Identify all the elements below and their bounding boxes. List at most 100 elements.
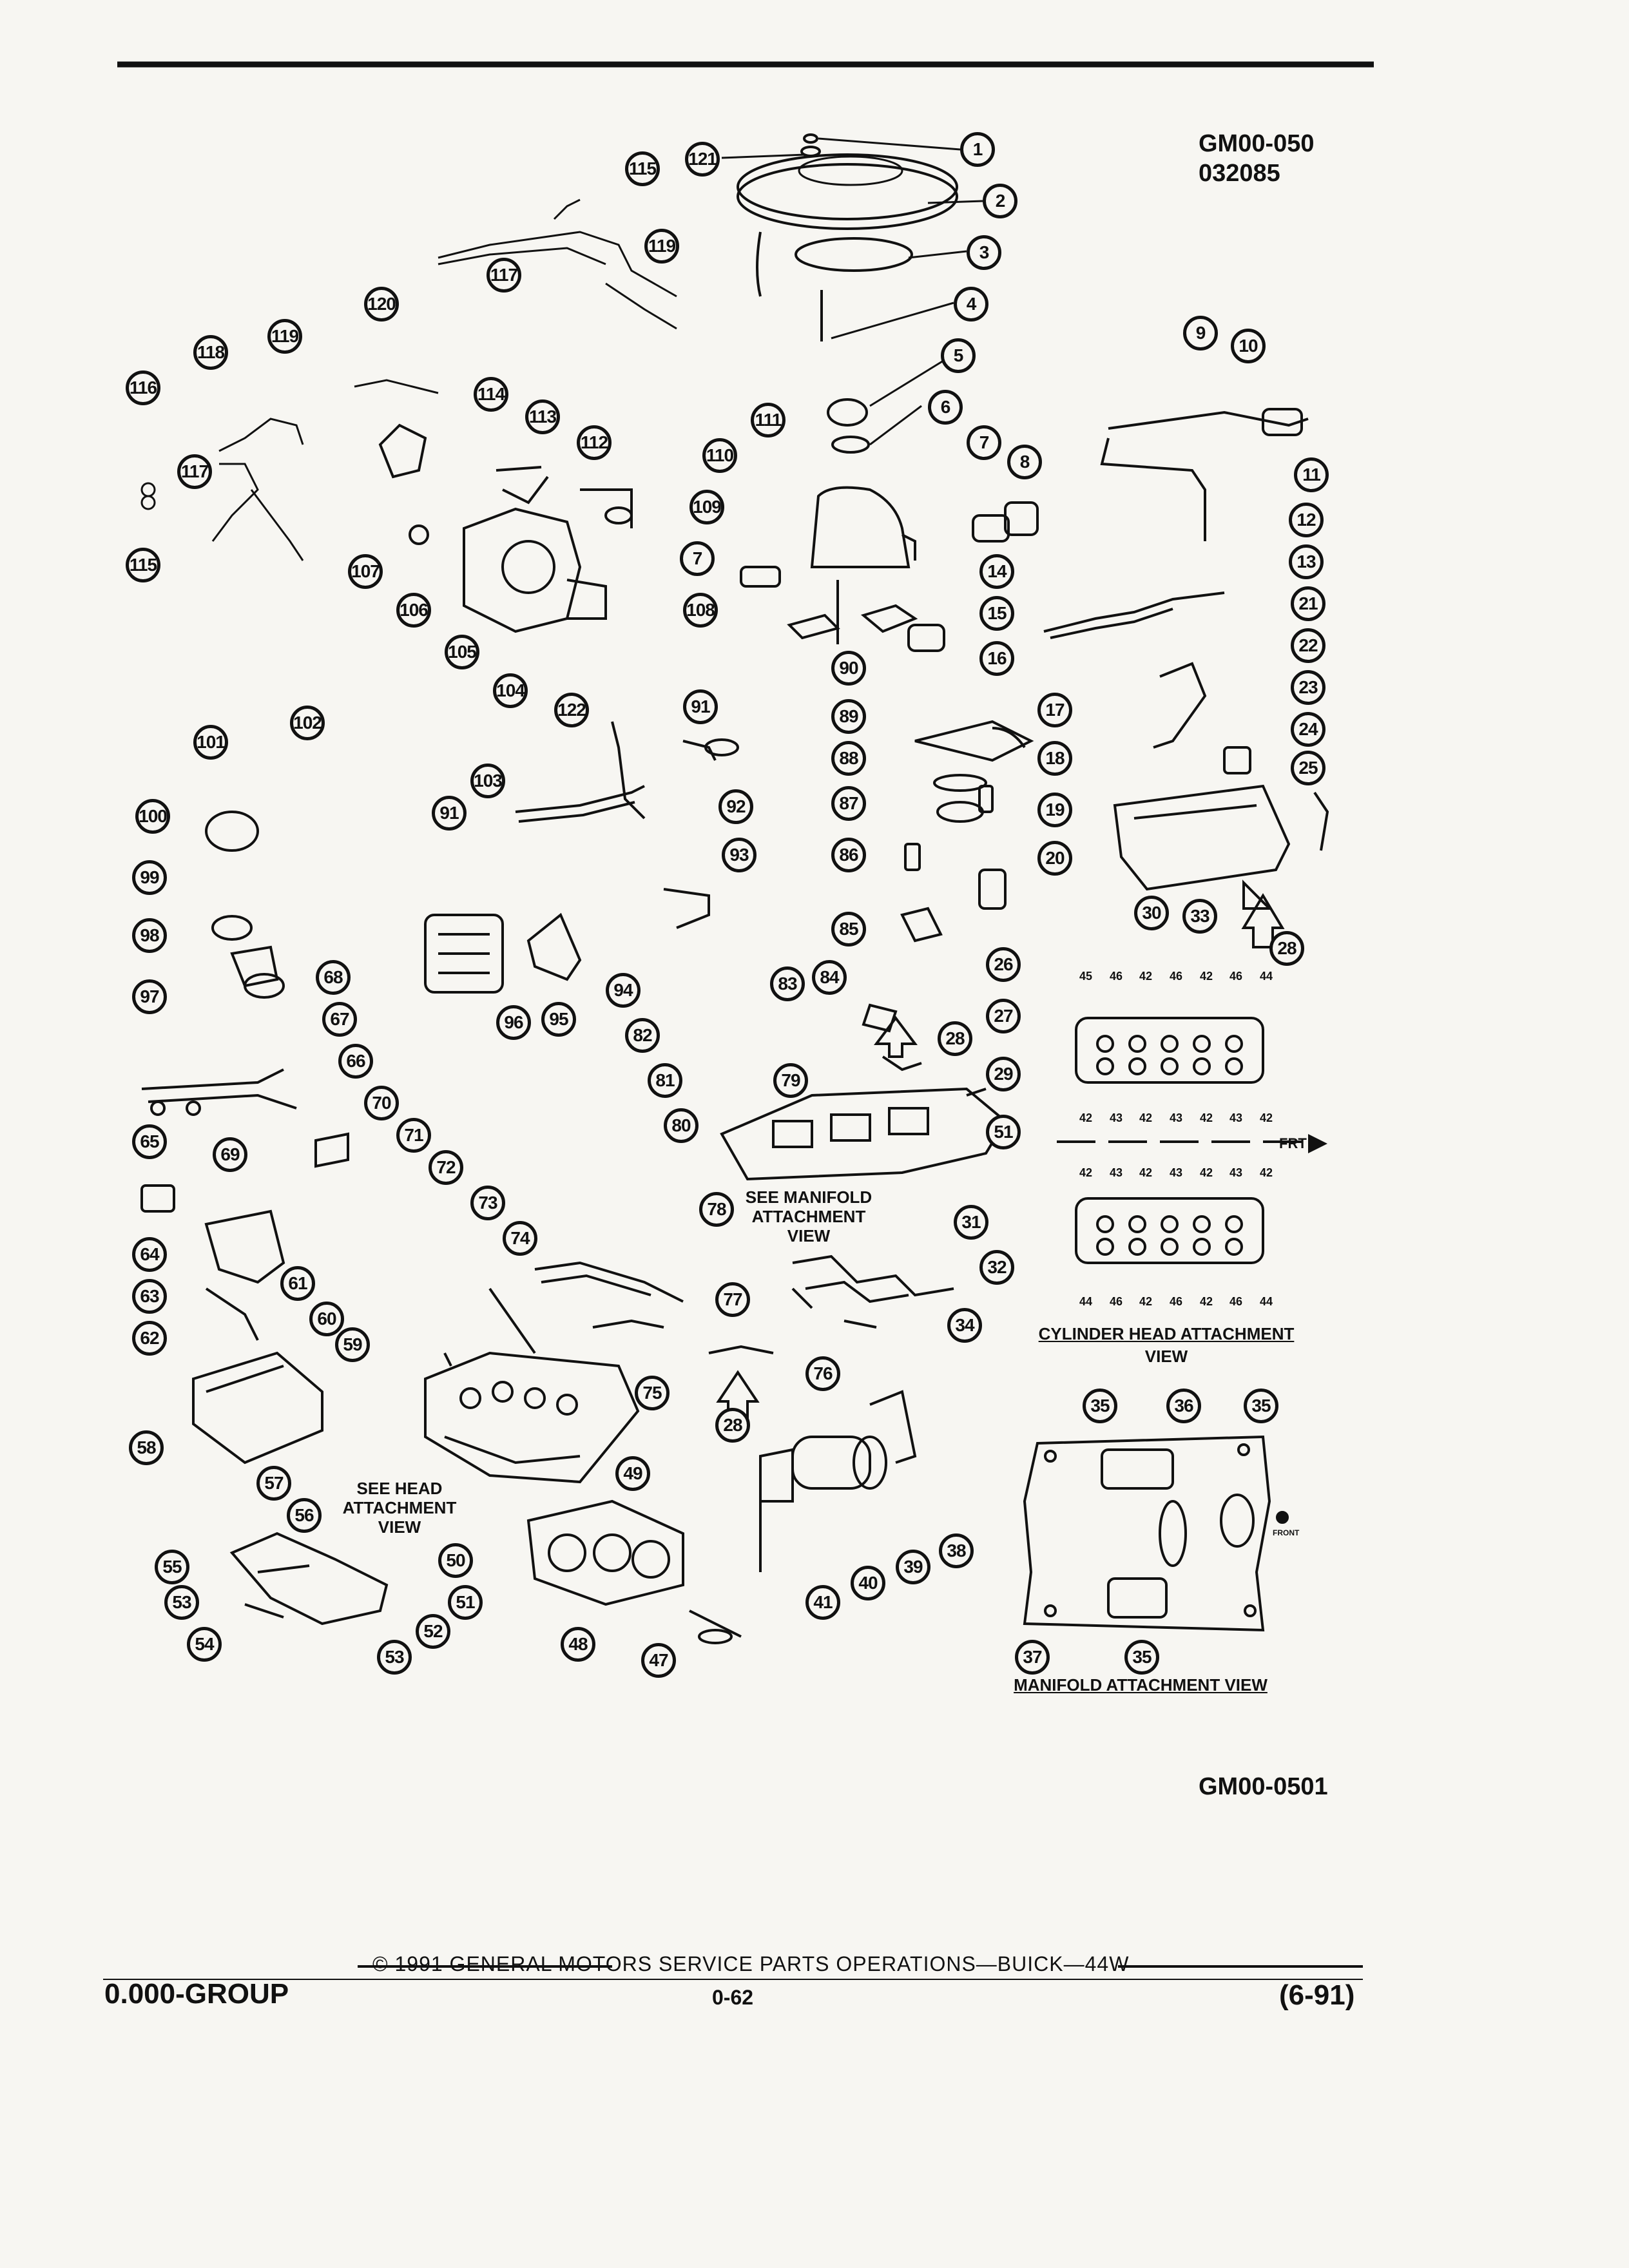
bolt-label: 46 [1229,1295,1243,1308]
bolt-label: 42 [1079,1111,1093,1124]
front-small-label: FRONT [1273,1528,1300,1537]
callout-96: 96 [496,1005,531,1040]
callout-106: 106 [396,593,431,628]
callout-71: 71 [396,1118,431,1153]
bolt-label: 46 [1110,1295,1123,1308]
callout-48: 48 [561,1627,595,1662]
bolt-label: 42 [1200,1295,1213,1308]
callout-64: 64 [132,1237,167,1272]
callout-113: 113 [525,399,560,434]
drawing-code-line2: 032085 [1199,160,1280,187]
callout-69: 69 [213,1137,247,1172]
callout-119b: 119 [267,319,302,354]
callout-67: 67 [322,1002,357,1037]
callout-100: 100 [135,799,170,834]
bolt-label: 42 [1200,970,1213,983]
callout-90: 90 [831,651,866,686]
callout-47: 47 [641,1643,676,1678]
fuel-lines-drawing [140,198,677,561]
manifold-caption: MANIFOLD ATTACHMENT VIEW [1014,1675,1268,1695]
callout-109: 109 [689,490,724,524]
callout-5: 5 [941,338,976,373]
callout-91: 91 [683,689,718,724]
callout-78: 78 [699,1192,734,1227]
callout-34: 34 [947,1308,982,1343]
callout-115b: 115 [126,548,160,582]
callout-116: 116 [126,370,160,405]
head-attachment-lower-view [1075,1197,1264,1264]
valve-cover-drawing [1113,662,1329,910]
exhaust-manifold-drawing [534,1254,954,1354]
callout-107: 107 [348,554,383,589]
callout-33: 33 [1182,899,1217,934]
callout-114: 114 [474,377,508,412]
callout-86: 86 [831,838,866,872]
callout-95: 95 [541,1002,576,1037]
callout-52: 52 [416,1614,450,1649]
callout-14: 14 [979,554,1014,589]
bolt-label: 42 [1139,1295,1153,1308]
intake-manifold-drawing [720,1087,1007,1181]
callout-72: 72 [429,1150,463,1185]
footer-date: (6-91) [1279,1979,1355,2011]
injection-pump-drawing [378,423,633,633]
callout-18: 18 [1037,741,1072,776]
callout-77: 77 [715,1282,750,1317]
head-gasket-drawing [526,1499,742,1644]
callout-122: 122 [554,693,589,727]
thermostat-housing-drawing [862,720,1034,1072]
callout-65: 65 [132,1124,167,1159]
manifold-attachment-view [1023,1435,1289,1632]
callout-63: 63 [132,1279,167,1314]
callout-4: 4 [954,287,988,322]
note-line: ATTACHMENT [342,1498,457,1517]
callout-120: 120 [364,287,399,322]
callout-31: 31 [954,1205,988,1240]
callout-88: 88 [831,741,866,776]
callout-35b: 35 [1244,1389,1278,1423]
callout-62: 62 [132,1321,167,1356]
callout-99: 99 [132,860,167,895]
bolt-label: 46 [1229,970,1243,983]
callout-2: 2 [983,184,1017,218]
callout-92: 92 [718,789,753,824]
callout-30: 30 [1134,896,1169,930]
callout-60: 60 [309,1302,344,1336]
starter-drawing [759,1390,917,1572]
drawing-code: GM00-050 032085 [1199,129,1315,188]
callout-117: 117 [487,258,521,293]
note-line: VIEW [378,1517,421,1537]
bolt-label: 43 [1110,1111,1123,1124]
front-arrow-icon [1308,1134,1327,1153]
callout-115: 115 [625,151,660,186]
callout-108: 108 [683,593,718,628]
head-attachment-upper-view [1075,1017,1264,1084]
bolt-label: 46 [1110,970,1123,983]
front-label: FRT [1279,1135,1307,1151]
callout-56: 56 [287,1498,322,1533]
callout-118: 118 [193,335,228,370]
callout-28b: 28 [938,1021,972,1056]
callout-35c: 35 [1124,1640,1159,1675]
leader-lines [721,137,983,446]
callout-15: 15 [979,596,1014,631]
callout-121: 121 [685,142,720,177]
callout-51b: 51 [448,1585,483,1620]
bolt-label: 42 [1139,1111,1153,1124]
callout-84: 84 [812,960,847,995]
left-valve-cover-drawing [192,1351,323,1465]
callout-66: 66 [338,1044,373,1079]
callout-9: 9 [1183,316,1218,351]
bolt-label: 42 [1260,1166,1273,1179]
callout-7b: 7 [680,541,715,576]
callout-68: 68 [316,960,351,995]
callout-58: 58 [129,1430,164,1465]
callout-17: 17 [1037,693,1072,727]
callout-103: 103 [470,764,505,798]
footer-page-number: 0-62 [712,1986,754,2009]
callout-119: 119 [644,229,679,264]
callout-41: 41 [805,1585,840,1620]
callout-117b: 117 [177,454,212,489]
see-head-note: SEE HEAD ATTACHMENT VIEW [325,1479,474,1537]
callout-1: 1 [960,132,995,167]
